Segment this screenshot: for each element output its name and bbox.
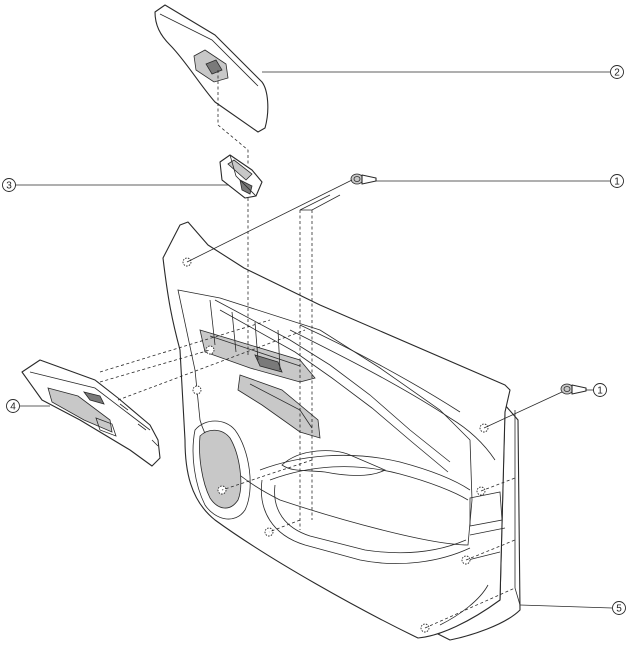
callout-4: 4 (6, 399, 50, 413)
callout-label-5: 5 (616, 604, 622, 615)
front-door-trim (162, 221, 521, 641)
clip-leader-lines (186, 179, 563, 429)
callout-label-4: 4 (10, 402, 16, 413)
callout-5: 5 (519, 601, 626, 615)
callout-label-3: 3 (6, 181, 12, 192)
window-switch-panel (154, 4, 269, 133)
callout-label-1-top: 1 (614, 177, 620, 188)
alignment-lines (99, 70, 516, 629)
callout-1-top: 1 (376, 174, 624, 188)
trim-bracket (514, 410, 521, 606)
callout-label-2: 2 (614, 68, 620, 79)
callout-3: 3 (2, 178, 228, 192)
power-window-switch (219, 154, 263, 199)
clip (350, 173, 377, 185)
callout-label-1-right: 1 (597, 386, 603, 397)
clip (560, 383, 587, 395)
callout-2: 2 (262, 65, 624, 79)
inner-garnish (21, 359, 161, 467)
callout-1-right: 1 (586, 383, 607, 397)
